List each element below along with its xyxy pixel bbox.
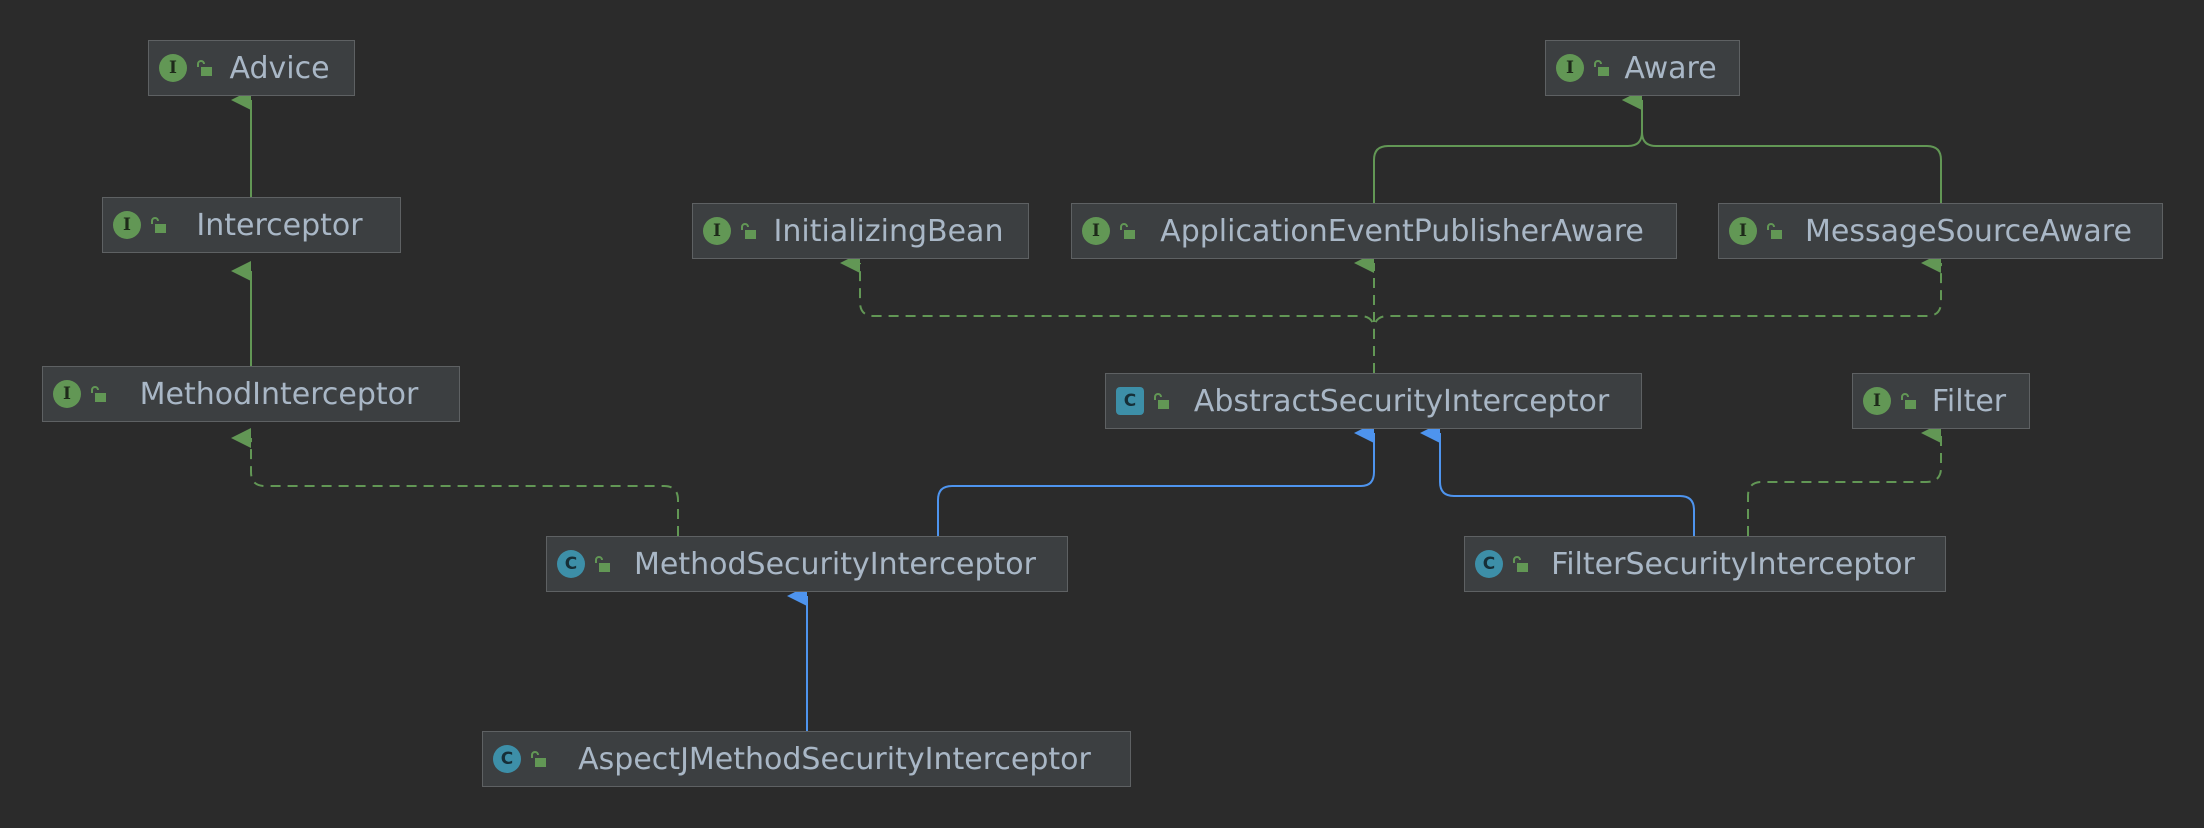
node-label: Interceptor [196,207,363,243]
node-aspectj-method-security-interceptor[interactable]: C AspectJMethodSecurityInterceptor [482,731,1131,787]
edge-message-source-aware-to-aware [1622,90,1942,203]
interface-type-icon: I [1556,54,1584,82]
edge-filter-security-interceptor-to-filter [1747,423,1942,536]
abstract-type-icon: C [1116,387,1144,415]
class-type-icon: C [557,550,585,578]
node-label: MethodInterceptor [139,376,419,412]
edge-abstract-security-interceptor-to-message-source-aware [1373,253,1942,373]
node-label: MethodSecurityInterceptor [634,546,1036,582]
public-access-lock-icon [1120,223,1135,239]
interface-type-icon: I [113,211,141,239]
class-type-icon: C [1475,550,1503,578]
edge-app-event-publisher-aware-to-aware [1373,90,1643,203]
node-label: Aware [1624,50,1717,86]
node-label: FilterSecurityInterceptor [1551,546,1915,582]
public-access-lock-icon [531,751,546,767]
edge-method-security-interceptor-to-method-interceptor [231,428,679,536]
node-label: ApplicationEventPublisherAware [1160,213,1644,249]
public-access-lock-icon [1513,556,1528,572]
node-label: MessageSourceAware [1805,213,2132,249]
node-method-security-interceptor[interactable]: C MethodSecurityInterceptor [546,536,1068,592]
node-interceptor[interactable]: I Interceptor [102,197,401,253]
public-access-lock-icon [151,217,166,233]
node-label: AspectJMethodSecurityInterceptor [578,741,1091,777]
public-access-lock-icon [1901,393,1916,409]
edge-filter-security-interceptor-to-abstract-security-interceptor [1420,423,1695,536]
node-message-source-aware[interactable]: I MessageSourceAware [1718,203,2163,259]
node-label: AbstractSecurityInterceptor [1193,383,1610,419]
public-access-lock-icon [1767,223,1782,239]
node-application-event-publisher-aware[interactable]: I ApplicationEventPublisherAware [1071,203,1677,259]
class-type-icon: C [493,745,521,773]
interface-type-icon: I [159,54,187,82]
interface-type-icon: I [1729,217,1757,245]
node-advice[interactable]: I Advice [148,40,355,96]
node-label: InitializingBean [773,213,1004,249]
public-access-lock-icon [741,223,756,239]
interface-type-icon: I [703,217,731,245]
node-filter[interactable]: I Filter [1852,373,2030,429]
edge-method-security-interceptor-to-abstract-security-interceptor [937,423,1375,536]
node-filter-security-interceptor[interactable]: C FilterSecurityInterceptor [1464,536,1946,592]
interface-type-icon: I [1082,217,1110,245]
node-method-interceptor[interactable]: I MethodInterceptor [42,366,460,422]
edge-abstract-security-interceptor-to-initializing-bean [840,253,1375,373]
node-label: Advice [229,50,330,86]
node-abstract-security-interceptor[interactable]: C AbstractSecurityInterceptor [1105,373,1642,429]
public-access-lock-icon [1154,393,1169,409]
public-access-lock-icon [1594,60,1609,76]
public-access-lock-icon [595,556,610,572]
node-initializing-bean[interactable]: I InitializingBean [692,203,1029,259]
interface-type-icon: I [53,380,81,408]
public-access-lock-icon [197,60,212,76]
node-label: Filter [1931,383,2007,419]
public-access-lock-icon [91,386,106,402]
interface-type-icon: I [1863,387,1891,415]
node-aware[interactable]: I Aware [1545,40,1740,96]
